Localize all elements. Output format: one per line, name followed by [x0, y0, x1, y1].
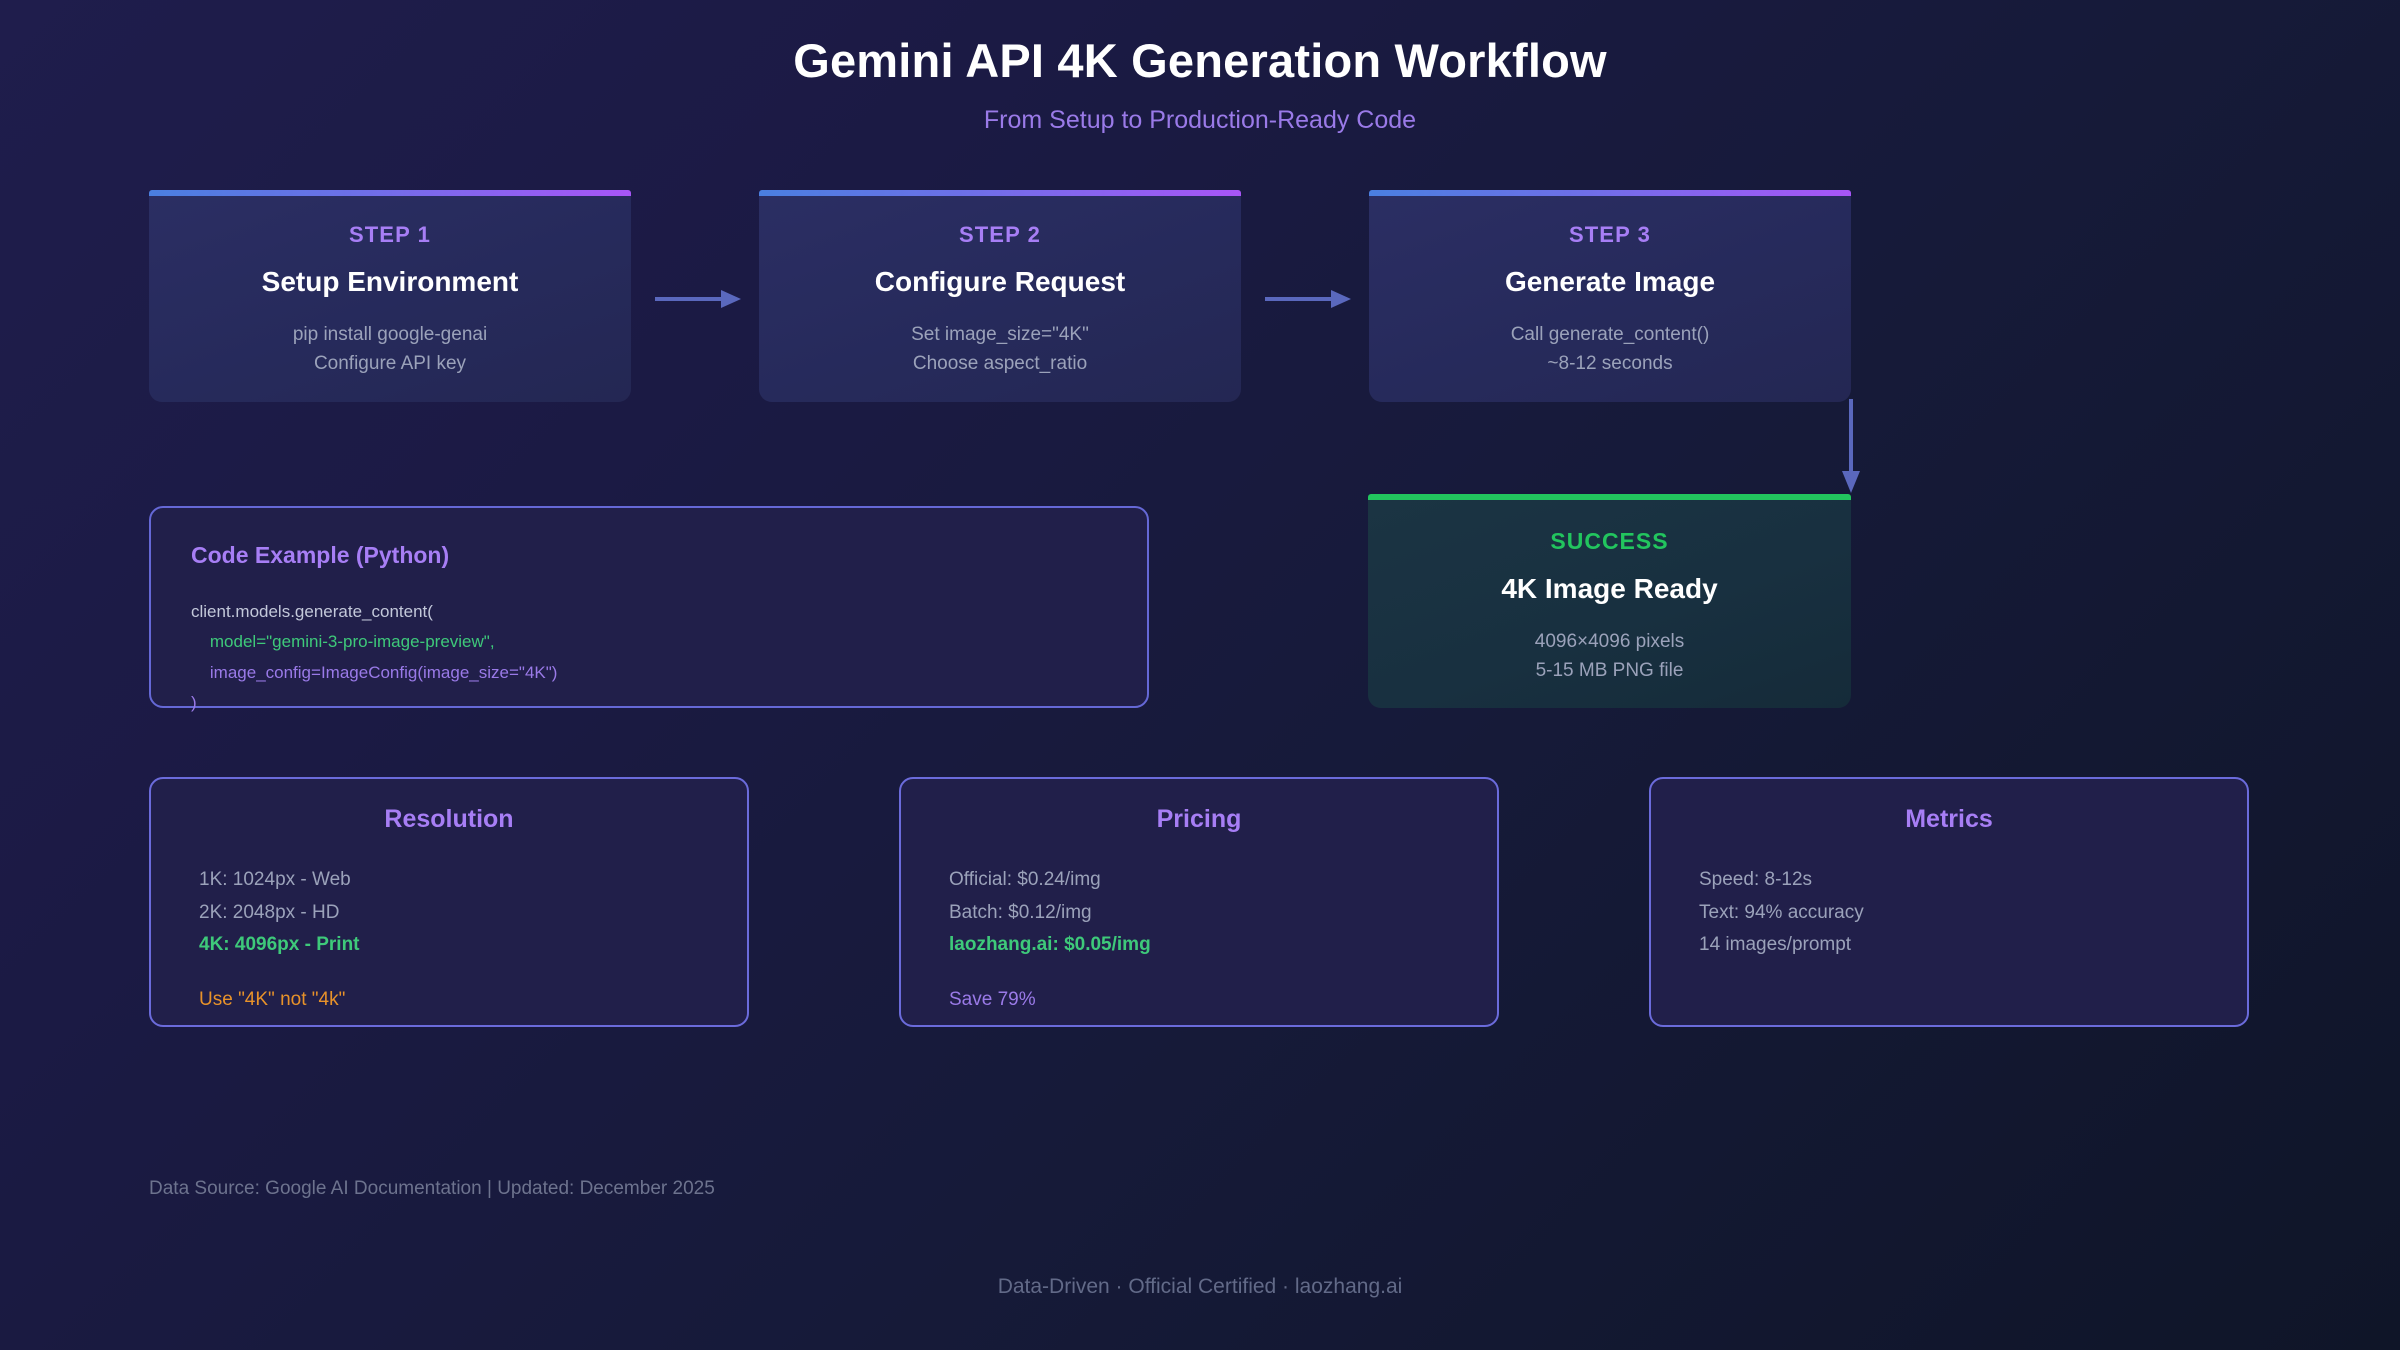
arrow-right-icon — [655, 288, 745, 310]
step-1-detail-line: Configure API key — [313, 353, 467, 375]
info-card-pricing[interactable]: Pricing Official: $0.24/img Batch: $0.12… — [899, 777, 1499, 1027]
info-card-note: Save 79% — [949, 989, 1036, 1011]
data-source-note: Data Source: Google AI Documentation | U… — [149, 1178, 715, 1199]
success-detail-line: 4096×4096 pixels — [1534, 631, 1685, 652]
step-2-detail-line: Choose aspect_ratio — [912, 353, 1088, 375]
info-card-note: Use "4K" not "4k" — [199, 989, 346, 1011]
step-card-2[interactable]: STEP 2 Configure Request Set image_size=… — [759, 190, 1241, 402]
info-card-line: Batch: $0.12/img — [949, 901, 1092, 923]
step-1-title: Setup Environment — [261, 266, 519, 297]
step-3-title: Generate Image — [1504, 266, 1716, 297]
info-card-line: 1K: 1024px - Web — [199, 869, 351, 890]
arrow-head — [721, 290, 741, 308]
success-details: 4096×4096 pixels 5-15 MB PNG file — [1368, 627, 1851, 686]
step-3-kicker: STEP 3 — [1568, 222, 1651, 247]
success-detail-line: 5-15 MB PNG file — [1535, 660, 1684, 682]
arrow-shaft — [655, 297, 723, 301]
page-title: Gemini API 4K Generation Workflow — [793, 34, 1607, 87]
page-subtitle: From Setup to Production-Ready Code — [983, 106, 1417, 135]
code-line: image_config=ImageConfig(image_size="4K"… — [191, 662, 558, 682]
arrow-shaft — [1849, 399, 1853, 473]
brand-footer: Data-Driven · Official Certified · laozh… — [997, 1275, 1403, 1298]
success-result-card[interactable]: SUCCESS 4K Image Ready 4096×4096 pixels … — [1368, 494, 1851, 708]
arrow-right-icon — [1265, 288, 1355, 310]
page-header: Gemini API 4K Generation Workflow From S… — [0, 0, 2400, 135]
step-1-details: pip install google-genai Configure API k… — [149, 320, 631, 379]
code-line: ) — [191, 692, 197, 712]
step-2-detail-line: Set image_size="4K" — [911, 324, 1089, 345]
info-card-line: Speed: 8-12s — [1699, 869, 1813, 890]
arrow-head — [1331, 290, 1351, 308]
info-card-title: Pricing — [1156, 805, 1242, 833]
step-2-details: Set image_size="4K" Choose aspect_ratio — [759, 320, 1241, 379]
info-card-metrics[interactable]: Metrics Speed: 8-12s Text: 94% accuracy … — [1649, 777, 2249, 1027]
success-title: 4K Image Ready — [1501, 573, 1718, 604]
info-card-resolution[interactable]: Resolution 1K: 1024px - Web 2K: 2048px -… — [149, 777, 749, 1027]
info-card-line: 2K: 2048px - HD — [199, 901, 340, 923]
step-3-detail-line: Call generate_content() — [1510, 324, 1710, 345]
step-1-detail-line: pip install google-genai — [292, 324, 488, 345]
code-example-title: Code Example (Python) — [191, 542, 450, 568]
info-card-line: Official: $0.24/img — [949, 869, 1101, 890]
step-2-kicker: STEP 2 — [958, 222, 1041, 247]
arrow-down-icon — [1840, 399, 1862, 495]
info-card-title: Resolution — [384, 805, 514, 833]
code-line: client.models.generate_content( — [191, 602, 433, 621]
workflow-steps-row: STEP 1 Setup Environment pip install goo… — [149, 190, 2251, 402]
code-example-card[interactable]: Code Example (Python) client.models.gene… — [149, 506, 1149, 712]
info-card-line: 14 images/prompt — [1699, 934, 1852, 956]
info-card-line: Text: 94% accuracy — [1699, 901, 1864, 923]
step-card-1[interactable]: STEP 1 Setup Environment pip install goo… — [149, 190, 631, 402]
step-3-details: Call generate_content() ~8-12 seconds — [1369, 320, 1851, 379]
arrow-shaft — [1265, 297, 1333, 301]
step-3-detail-line: ~8-12 seconds — [1547, 353, 1673, 375]
code-line: model="gemini-3-pro-image-preview", — [191, 632, 495, 652]
arrow-head — [1842, 471, 1860, 493]
step-1-kicker: STEP 1 — [348, 222, 431, 247]
info-card-line-highlight: 4K: 4096px - Print — [199, 934, 360, 956]
info-card-title: Metrics — [1905, 805, 1993, 833]
info-card-line-highlight: laozhang.ai: $0.05/img — [949, 934, 1151, 956]
step-2-title: Configure Request — [874, 266, 1126, 297]
step-card-3[interactable]: STEP 3 Generate Image Call generate_cont… — [1369, 190, 1851, 402]
success-badge: SUCCESS — [1550, 528, 1669, 554]
